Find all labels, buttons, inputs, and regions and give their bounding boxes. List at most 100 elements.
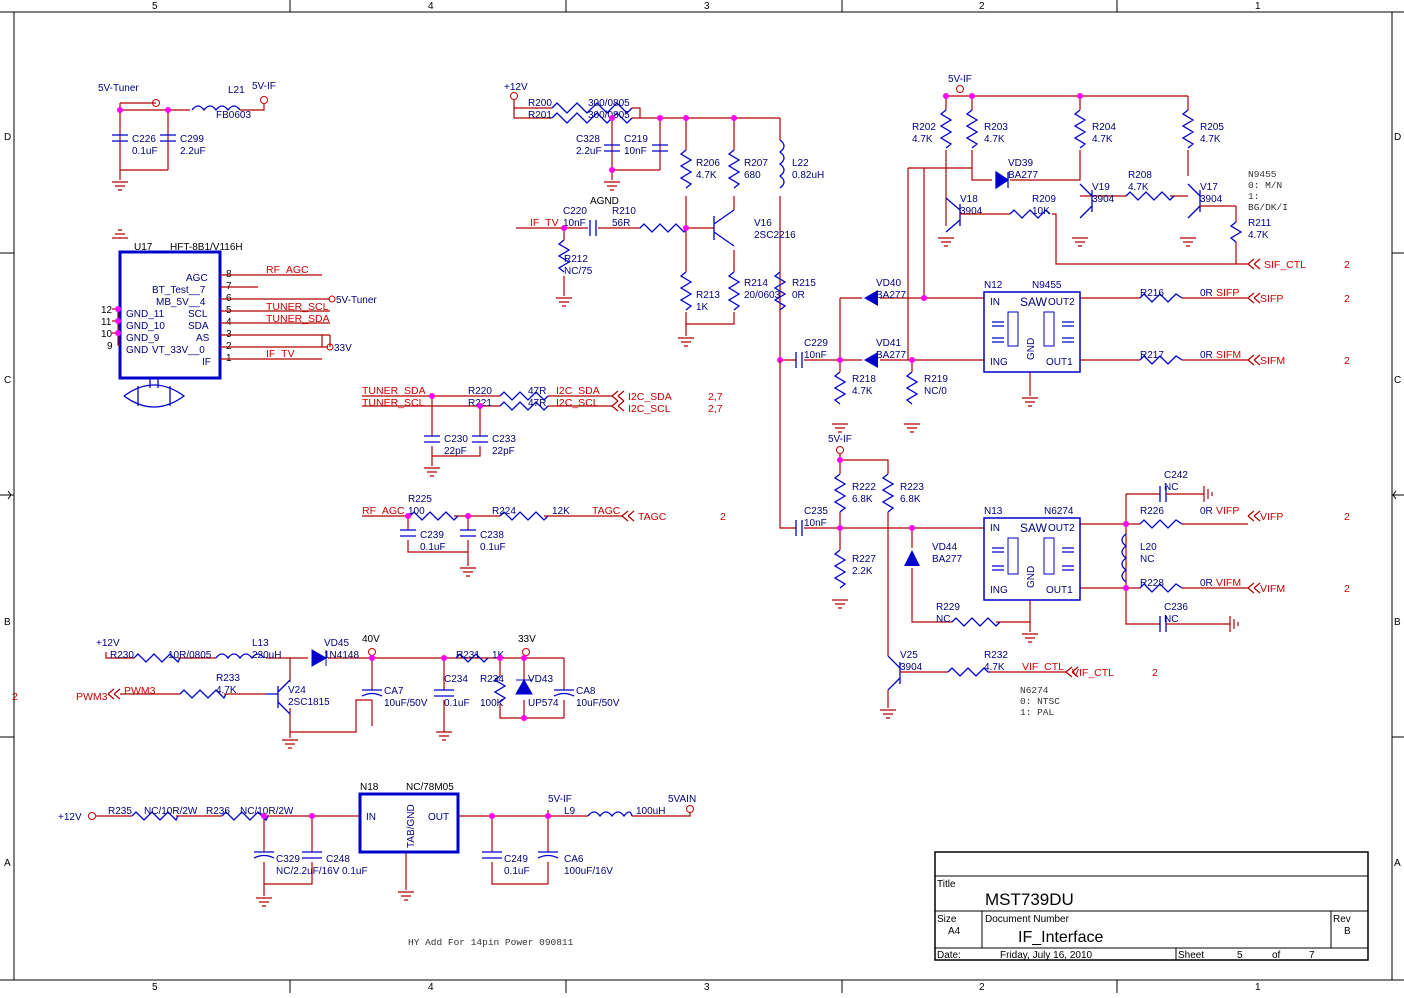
- component-ref: C235: [804, 506, 828, 517]
- component-ref: VD43: [528, 674, 553, 685]
- saw-label: SAW: [1020, 521, 1048, 535]
- component-value: BA277: [1008, 170, 1038, 181]
- junction-dot: [609, 167, 615, 173]
- component-value: NC: [1164, 482, 1178, 493]
- component-ref: C236: [1164, 602, 1188, 613]
- component-value: NC/10R/2W: [240, 806, 294, 817]
- component-value: 4.7K: [1248, 230, 1269, 241]
- component-value: NC: [1164, 614, 1178, 625]
- row-marker: A: [4, 858, 11, 869]
- column-marker: 4: [428, 982, 434, 993]
- component-ref: R218: [852, 374, 876, 385]
- of-value: 7: [1309, 950, 1315, 961]
- junction-dot: [165, 107, 171, 113]
- resistor-symbol: [133, 653, 507, 703]
- pin-name: MB_5V__4: [156, 297, 206, 308]
- component-ref: R201: [528, 110, 552, 121]
- offpage-connector-icon: [1247, 510, 1261, 594]
- component-value: NC/75: [564, 266, 593, 277]
- saw-filter-n13: 5V-IF R222 6.8K R223 6.8K R227 2.2K C235…: [779, 360, 1350, 643]
- if-amplifier-section: +12V R200 300/0805 R201 300/0805 C328 2.…: [504, 82, 824, 360]
- diode-symbol: [864, 352, 878, 368]
- component-value: 0.1uF: [342, 866, 368, 877]
- component-value: 100uF/16V: [564, 866, 613, 877]
- net-label: I2C_SDA: [628, 391, 672, 403]
- component-value: 4.7K: [1092, 134, 1113, 145]
- component-ref: C242: [1164, 470, 1188, 481]
- transistor-symbol: [713, 209, 735, 247]
- component-ref: C299: [180, 134, 204, 145]
- connector-circle: [88, 812, 96, 820]
- connector-circle: [956, 85, 964, 93]
- diode-symbol: [995, 170, 1010, 190]
- title-label: Title: [937, 879, 956, 890]
- net-label: VIF_CTL: [1072, 667, 1114, 679]
- connector-circle: [328, 295, 336, 303]
- component-value: FB0603: [216, 110, 251, 121]
- page-reference: 2,7: [708, 391, 723, 403]
- pin-name: IF: [202, 357, 211, 368]
- column-marker: 2: [979, 1, 985, 12]
- sheet-label: Sheet: [1178, 950, 1204, 961]
- ground-symbol: [556, 297, 572, 307]
- column-marker: 5: [152, 982, 158, 993]
- component-ref: C220: [563, 206, 587, 217]
- component-value: 10nF: [624, 146, 647, 157]
- component-value: 300/0805: [588, 98, 630, 109]
- net-label: SIFP: [1260, 293, 1283, 305]
- component-ref: R234: [480, 674, 504, 685]
- resistor-symbol: [951, 617, 1001, 627]
- title-value: MST739DU: [985, 890, 1074, 909]
- component-value: 12K: [552, 506, 570, 517]
- component-ref: R226: [1140, 506, 1164, 517]
- component-value: NC/2.2uF/16V: [276, 866, 340, 877]
- component-ref: R235: [108, 806, 132, 817]
- resistor-symbol: [679, 271, 787, 311]
- component-ref: R202: [912, 122, 936, 133]
- saw-box: [983, 291, 1081, 373]
- column-marker: 1: [1255, 1, 1261, 12]
- pin-name: VT_33V__0: [152, 345, 205, 356]
- component-ref: R213: [696, 290, 720, 301]
- resistor-symbol: [833, 371, 919, 405]
- resistor-symbol: [833, 473, 895, 589]
- offpage-connector-icon: [1247, 292, 1261, 366]
- net-label: VIFM: [1216, 577, 1241, 589]
- pin-name: TAB/GND: [406, 804, 417, 848]
- resistor-symbol: [1139, 519, 1183, 593]
- pin-number: 10: [101, 329, 113, 340]
- component-ref: R225: [408, 494, 432, 505]
- component-ref: R209: [1032, 194, 1056, 205]
- component-value: 0.1uF: [420, 542, 446, 553]
- net-label: 5V-Tuner: [336, 295, 377, 306]
- junction-dot: [657, 115, 663, 121]
- resistor-symbol: [947, 667, 990, 677]
- tuner-module-u17: U17 HFT-8B1/V116H AGC 8 BT_Test__7 7 MB_…: [101, 229, 377, 408]
- junction-dot: [969, 93, 975, 99]
- net-label: +12V: [504, 82, 528, 93]
- ground-symbol: [880, 709, 896, 719]
- capacitor-symbol: [795, 520, 803, 536]
- component-value: 0R: [1200, 506, 1213, 517]
- pin-name: GND: [1026, 338, 1037, 360]
- tuner-connector-icon: [123, 378, 186, 408]
- component-ref: C328: [576, 134, 600, 145]
- component-ref: R203: [984, 122, 1008, 133]
- component-ref: C329: [276, 854, 300, 865]
- column-marker: 5: [152, 1, 158, 12]
- component-ref: C233: [492, 434, 516, 445]
- junction-dot: [115, 330, 121, 336]
- junction-dot: [683, 115, 689, 121]
- ground-symbol: [832, 397, 1038, 433]
- junction-dot: [261, 813, 267, 819]
- junction-dot: [521, 715, 527, 721]
- net-label: +12V: [96, 638, 120, 649]
- component-ref: V16: [754, 218, 772, 229]
- component-value: 4.7K: [696, 170, 717, 181]
- inductor-symbol: [778, 139, 785, 189]
- component-ref: R216: [1140, 288, 1164, 299]
- junction-dot: [1123, 585, 1129, 591]
- component-ref: R210: [612, 206, 636, 217]
- connector-circle: [368, 648, 376, 656]
